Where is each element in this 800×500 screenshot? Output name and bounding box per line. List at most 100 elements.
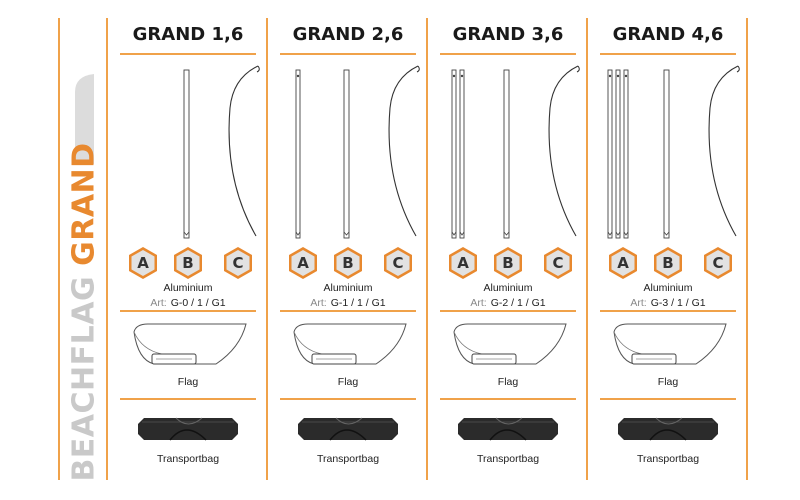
article-number: Art:G-0 / 1 / G1 [108,297,268,309]
section-rule [600,310,736,312]
part-letter: B [182,254,194,272]
article-value: G-3 / 1 / G1 [650,297,706,309]
pole-pin [624,74,628,78]
pole-end [663,231,670,236]
part-label-a-icon: A [286,246,320,280]
product-title: GRAND 3,6 [452,24,564,45]
bag-label: Transportbag [156,453,220,465]
transport-bag-illustration [138,417,238,441]
section-rule [120,398,256,400]
article-label: Art: [310,297,327,309]
article-label: Art: [150,297,167,309]
material-label: Aluminium [323,282,373,294]
article-value: G-0 / 1 / G1 [170,297,226,309]
article-value: G-2 / 1 / G1 [490,297,546,309]
part-label-c-icon: C [381,246,415,280]
curved-pole [548,65,579,237]
pole-segment [295,69,301,239]
flag-illustration [133,323,247,365]
pole-segment [343,69,350,239]
pole-segment [615,69,621,239]
part-label-a-icon: A [126,246,160,280]
pole-pin [460,74,464,78]
flag-label: Flag [657,376,679,388]
curved-pole-tip [736,65,740,73]
bag-label: Transportbag [636,453,700,465]
title-rule [440,53,576,55]
flag-illustration [453,323,567,365]
bag-label: Transportbag [316,453,380,465]
divider-line [266,18,268,480]
transport-bag-illustration [458,417,558,441]
part-labels: A B C [108,246,268,280]
part-letter: C [232,254,244,272]
pole-diagram [451,65,580,239]
part-letter: A [137,254,149,272]
divider-line [58,18,60,480]
brand-title-orange: GRAND [66,142,102,266]
pole-end [503,231,510,236]
pole-segment [183,69,190,239]
pole-end [607,231,613,236]
part-label-c-icon: C [541,246,575,280]
flag-illustration [293,323,407,365]
curved-pole-tip [576,65,580,73]
divider-line [746,18,748,480]
article-label: Art: [630,297,647,309]
part-labels: A B C [588,246,748,280]
part-letter: C [712,254,724,272]
material-label: Aluminium [483,282,533,294]
curved-pole [708,65,739,237]
section-rule [440,310,576,312]
part-letter: A [457,254,469,272]
part-letter: C [552,254,564,272]
part-label-b-icon: B [651,246,685,280]
flag-label: Flag [177,376,199,388]
pole-pin [296,74,300,78]
divider-line [586,18,588,480]
section-rule [280,310,416,312]
pole-segment [459,69,465,239]
curved-pole-tip [416,65,420,73]
article-value: G-1 / 1 / G1 [330,297,386,309]
part-label-b-icon: B [331,246,365,280]
product-column: GRAND 2,6 A B C Aluminium Art:G-1 / 1 / G1… [268,0,428,500]
pole-diagram [607,65,740,239]
product-title: GRAND 4,6 [612,24,724,45]
part-label-c-icon: C [701,246,735,280]
part-label-a-icon: A [446,246,480,280]
pole-pin [608,74,612,78]
part-label-b-icon: B [171,246,205,280]
part-letter: B [662,254,674,272]
flag-label: Flag [497,376,519,388]
pole-segment [663,69,670,239]
bag-label: Transportbag [476,453,540,465]
flag-label: Flag [337,376,359,388]
pole-segment [623,69,629,239]
section-rule [280,398,416,400]
curved-pole-tip [256,65,260,73]
pole-end [623,231,629,236]
part-letter: B [342,254,354,272]
article-label: Art: [470,297,487,309]
section-rule [440,398,576,400]
title-rule [280,53,416,55]
material-label: Aluminium [643,282,693,294]
part-letter: A [617,254,629,272]
section-rule [600,398,736,400]
pole-segment [503,69,510,239]
part-label-c-icon: C [221,246,255,280]
product-title: GRAND 2,6 [292,24,404,45]
section-rule [120,310,256,312]
pole-end [459,231,465,236]
part-letter: C [392,254,404,272]
product-title: GRAND 1,6 [132,24,244,45]
material-label: Aluminium [163,282,213,294]
product-column: GRAND 1,6 A B C Aluminium Art:G-0 / 1 / G1… [108,0,268,500]
part-letter: A [297,254,309,272]
pole-end [451,231,457,236]
pole-end [295,231,301,236]
article-number: Art:G-3 / 1 / G1 [588,297,748,309]
